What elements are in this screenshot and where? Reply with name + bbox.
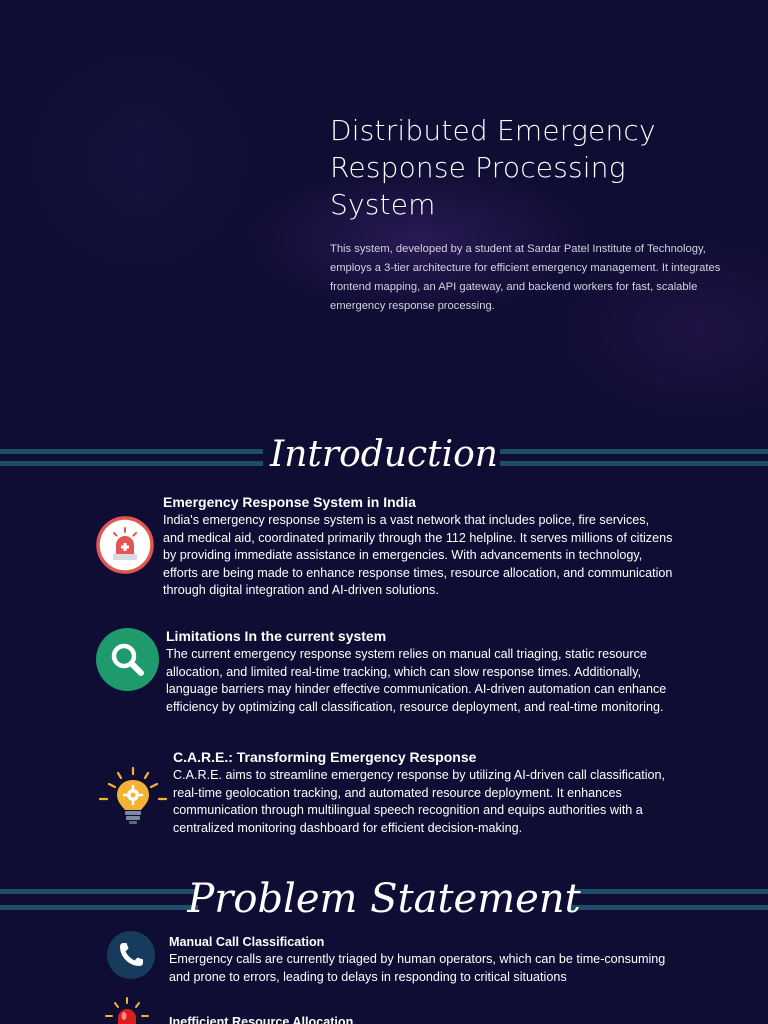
introduction-banner [0,446,768,472]
banner-stripe-right-bottom [500,461,768,466]
siren-icon [96,516,154,574]
lightbulb-gear-icon [98,766,168,826]
alarm-light-icon [102,996,152,1024]
page-title-line-1: Distributed Emergency [330,114,656,147]
problem-item-manual-call: Manual Call Classification Emergency cal… [169,934,684,986]
intro-item-care: C.A.R.E.: Transforming Emergency Respons… [173,748,678,837]
banner-stripe-right-top [570,889,768,894]
problem-statement-heading: Problem Statement [187,876,581,922]
intro-item-title: Limitations In the current system [166,628,387,644]
intro-item-text: India's emergency response system is a v… [163,513,673,597]
banner-stripe-right-bottom [570,905,768,910]
intro-item-title: C.A.R.E.: Transforming Emergency Respons… [173,749,477,765]
problem-statement-banner [0,886,768,916]
problem-item-title: Manual Call Classification [169,935,325,949]
banner-stripe-left-bottom [0,905,198,910]
intro-item-emergency-system: Emergency Response System in India India… [163,493,673,600]
page-title-line-3: System [330,188,436,221]
intro-item-title: Emergency Response System in India [163,494,416,510]
introduction-heading: Introduction [270,434,498,475]
problem-item-text: Emergency calls are currently triaged by… [169,952,666,984]
banner-stripe-left-top [0,449,263,454]
hero-background [0,0,768,430]
banner-stripe-left-bottom [0,461,263,466]
banner-stripe-left-top [0,889,198,894]
problem-item-title: Inefficient Resource Allocation [169,1015,354,1024]
hero-description: This system, developed by a student at S… [330,243,721,312]
intro-item-text: The current emergency response system re… [166,647,667,714]
search-icon [96,628,159,691]
page-title-line-2: Response Processing [330,151,626,184]
intro-item-limitations: Limitations In the current system The cu… [166,627,671,716]
page-title: Distributed Emergency Response Processin… [330,112,730,223]
banner-stripe-right-top [500,449,768,454]
phone-icon [107,931,155,979]
intro-item-text: C.A.R.E. aims to streamline emergency re… [173,768,666,835]
problem-item-resource-allocation: Inefficient Resource Allocation [169,1014,684,1024]
